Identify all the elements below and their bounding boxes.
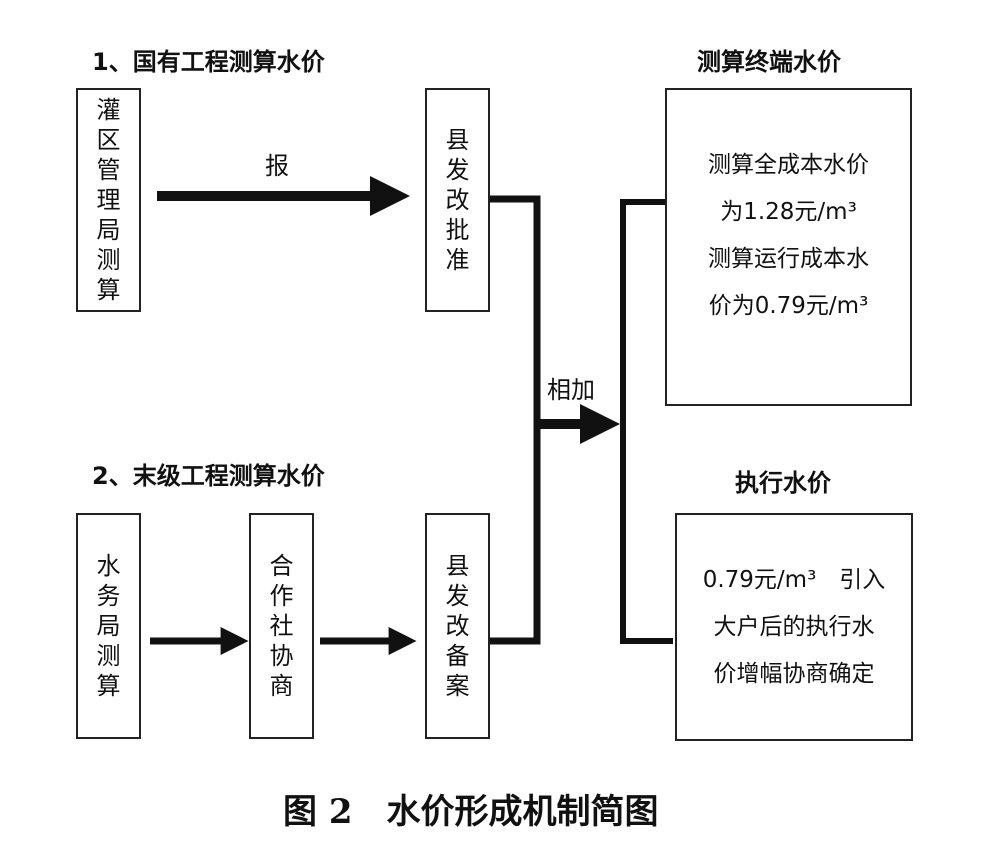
execution-line-3: 价增幅协商确定 (713, 661, 875, 687)
vertical-char: 发 (445, 582, 470, 610)
vertical-char: 改 (445, 186, 470, 214)
execution-price-heading: 执行水价 (735, 469, 831, 497)
vertical-char: 水 (96, 552, 121, 580)
vertical-char: 合 (269, 552, 294, 580)
vertical-char: 备 (445, 642, 470, 670)
irrigation-bureau-box: 灌区管理局测算 (76, 88, 141, 312)
section1-heading: 1、国有工程测算水价 (92, 48, 325, 76)
vertical-char: 县 (445, 126, 470, 154)
vertical-char: 务 (96, 582, 121, 610)
vertical-char: 案 (445, 672, 470, 700)
vertical-char: 社 (269, 612, 294, 640)
cooperative-box: 合作社协商 (249, 513, 314, 739)
irrigation-bureau-label: 灌区管理局测算 (78, 90, 139, 310)
county-record-label: 县发改备案 (427, 515, 488, 737)
vertical-char: 管 (96, 156, 121, 184)
vertical-char: 局 (96, 216, 121, 244)
vertical-char: 商 (269, 672, 294, 700)
merge-bracket (490, 195, 541, 645)
vertical-char: 灌 (96, 96, 121, 124)
county-record-box: 县发改备案 (425, 513, 490, 739)
vertical-char: 准 (445, 246, 470, 274)
vertical-char: 算 (96, 276, 121, 304)
terminal-price-heading: 测算终端水价 (697, 48, 841, 76)
execution-price-box: 0.79元/m³ 引入 大户后的执行水 价增幅协商确定 (675, 513, 913, 741)
county-approve-label: 县发改批准 (427, 90, 488, 310)
execution-line-1: 0.79元/m³ 引入 (702, 567, 886, 593)
county-approve-box: 县发改批准 (425, 88, 490, 312)
vertical-char: 局 (96, 612, 121, 640)
split-bracket (620, 199, 673, 644)
vertical-char: 作 (269, 582, 294, 610)
execution-line-2: 大户后的执行水 (713, 614, 875, 640)
section2-heading: 2、末级工程测算水价 (92, 462, 325, 490)
vertical-char: 发 (445, 156, 470, 184)
terminal-line-4: 价为0.79元/m³ (708, 293, 869, 319)
report-label: 报 (265, 152, 289, 180)
vertical-char: 协 (269, 642, 294, 670)
terminal-price-box: 测算全成本水价 为1.28元/m³ 测算运行成本水 价为0.79元/m³ (665, 88, 912, 406)
vertical-char: 理 (96, 186, 121, 214)
vertical-char: 区 (96, 126, 121, 154)
vertical-char: 算 (96, 672, 121, 700)
terminal-line-3: 测算运行成本水 (708, 246, 869, 272)
vertical-char: 测 (96, 642, 121, 670)
water-bureau-label: 水务局测算 (78, 515, 139, 737)
vertical-char: 测 (96, 246, 121, 274)
water-bureau-box: 水务局测算 (76, 513, 141, 739)
terminal-line-2: 为1.28元/m³ (720, 199, 857, 225)
vertical-char: 批 (445, 216, 470, 244)
figure-caption: 图 2 水价形成机制简图 (283, 792, 659, 832)
add-label: 相加 (547, 376, 595, 404)
vertical-char: 县 (445, 552, 470, 580)
terminal-line-1: 测算全成本水价 (708, 152, 869, 178)
cooperative-label: 合作社协商 (251, 515, 312, 737)
vertical-char: 改 (445, 612, 470, 640)
